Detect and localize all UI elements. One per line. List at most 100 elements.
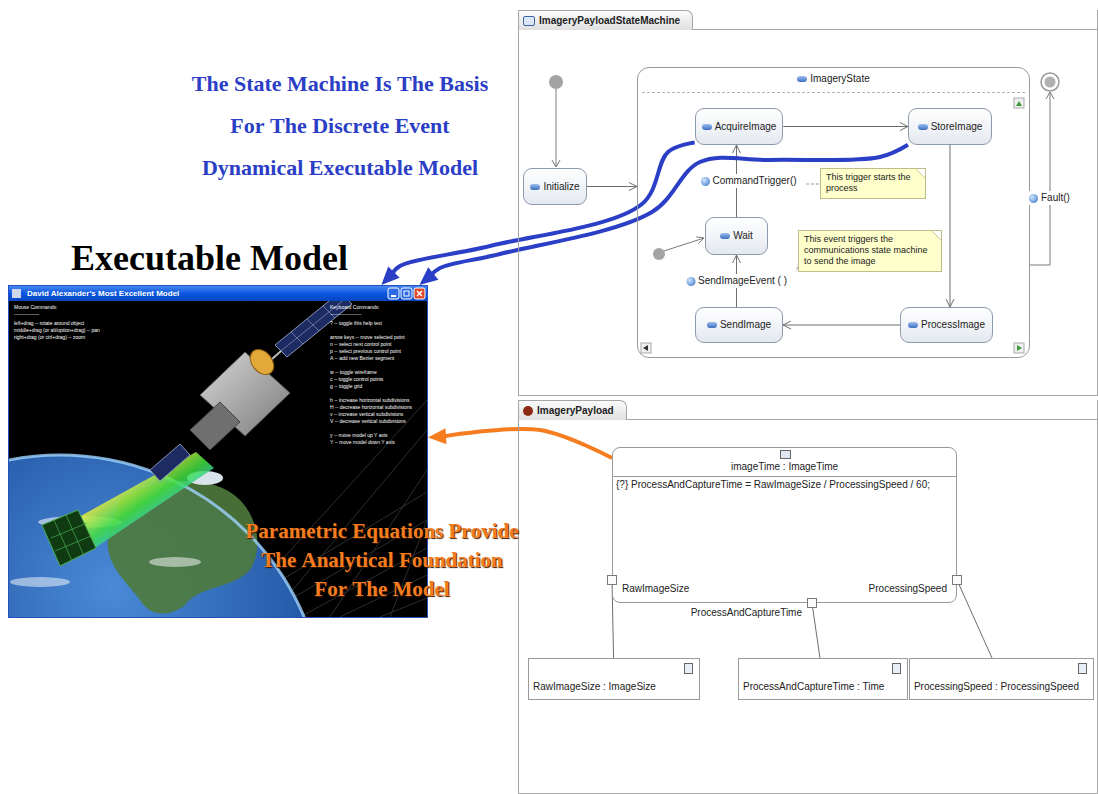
- arrow-head: [733, 145, 741, 153]
- screen-text-box: -------------------: [330, 311, 362, 317]
- screen-text-box: ? -- toggle this help text: [330, 320, 382, 326]
- port-square: ProcessingSpeed: [952, 575, 962, 585]
- screen-text: w -- toggle wireframe: [330, 369, 377, 375]
- maximize-glyph: [404, 291, 409, 296]
- transition-label: Fault(): [1041, 192, 1070, 204]
- state-name: ImageryState: [810, 73, 869, 85]
- transition-arrow: [587, 183, 637, 191]
- state-box: SendImage: [695, 307, 783, 343]
- event-icon: [686, 277, 695, 286]
- screen-text-box: v -- increase vertical subdivisions: [330, 411, 403, 417]
- part-name: RawImageSize : ImageSize: [533, 681, 656, 693]
- constraint-block: imageTime : ImageTime {?} ProcessAndCaptu…: [612, 447, 957, 603]
- event-icon: [700, 177, 709, 186]
- solar-panel: [150, 444, 190, 481]
- arrow-head: [1046, 92, 1054, 99]
- state-box: Wait: [705, 217, 768, 255]
- window-app-icon: [12, 289, 21, 298]
- transition-arrow: [946, 145, 954, 307]
- note-text: This trigger starts the process: [826, 172, 911, 193]
- state-name: SendImage: [720, 319, 771, 331]
- compartment-divider: [613, 476, 956, 477]
- final-state: [1041, 73, 1059, 91]
- state-icon: [797, 76, 807, 82]
- block-body: {?} ProcessAndCaptureTime = RawImageSize…: [616, 479, 930, 491]
- screen-text: g -- toggle grid: [330, 383, 362, 389]
- event-icon: [1029, 194, 1038, 203]
- scroll-button: [1014, 98, 1024, 108]
- screen-text: Mouse Commands:: [14, 304, 57, 310]
- screen-text: middle+drag (or alt/option+drag) -- pan: [14, 327, 100, 333]
- transition-line: [1030, 92, 1050, 265]
- screen-text: arrow keys -- move selected point: [330, 334, 405, 340]
- panel-tab: ImageryPayload: [518, 400, 627, 420]
- binding-connector: [959, 585, 992, 658]
- final-state-core: [1045, 77, 1056, 88]
- initial-state: [549, 75, 563, 89]
- part-box: ProcessingSpeed : ProcessingSpeed: [909, 658, 1094, 700]
- block-name: imageTime : ImageTime: [731, 461, 838, 472]
- port-name: RawImageSize: [622, 583, 689, 594]
- cloud: [149, 557, 201, 567]
- annotation-text: Parametric Equations Provide The Analyti…: [246, 519, 519, 601]
- screen-text-box: ---------------: [14, 311, 39, 317]
- screen-text: ---------------: [14, 311, 39, 317]
- arrow-head: [946, 299, 954, 307]
- annotation-text-box: Parametric Equations Provide The Analyti…: [244, 517, 520, 604]
- screen-text-box: Mouse Commands:: [14, 304, 57, 310]
- screen-text-box: middle+drag (or alt/option+drag) -- pan: [14, 327, 100, 333]
- screen-text: H -- decrease horizontal subdivisions: [330, 404, 412, 410]
- window-title: David Alexander's Most Excellent Model: [27, 289, 179, 298]
- screen-text: -------------------: [330, 311, 362, 317]
- screen-text-box: A -- add new Bezier segment: [330, 355, 394, 361]
- window-heading-box: Executable Model: [71, 238, 348, 278]
- part-icon: [684, 663, 693, 674]
- port-name: ProcessAndCaptureTime: [691, 607, 802, 618]
- arrow-head: [900, 123, 908, 131]
- screen-text-box: left+drag -- rotate around object: [14, 320, 84, 326]
- connector-line: [442, 429, 612, 458]
- screen-text: right+drag (or ctrl+drag) -- zoom: [14, 334, 85, 340]
- screen-text: c -- toggle control points: [330, 376, 383, 382]
- transition-line: [664, 238, 704, 251]
- part-icon: [1078, 663, 1087, 674]
- scroll-arrow: [643, 345, 648, 351]
- screen-text-box: h -- increase horizontal subdivisions: [330, 397, 409, 403]
- port-square: RawImageSize: [607, 575, 617, 585]
- connector-line: [950, 145, 951, 307]
- annotation-text-box: The State Machine Is The Basis For The D…: [190, 63, 490, 189]
- connector-line: [783, 126, 908, 127]
- screen-text: h -- increase horizontal subdivisions: [330, 397, 409, 403]
- state-icon: [707, 322, 717, 328]
- part-name: ProcessingSpeed : ProcessingSpeed: [914, 681, 1079, 693]
- arrow-head: [428, 428, 446, 444]
- footprint-grid: [51, 515, 91, 561]
- transition-arrow: [783, 123, 908, 131]
- note-leader: [806, 184, 819, 185]
- compartment-divider: [642, 92, 1025, 93]
- panel-title: ImageryPayload: [537, 405, 614, 416]
- binding-connector: [813, 608, 820, 658]
- panel-title: ImageryPayloadStateMachine: [539, 15, 680, 26]
- connector-line: [587, 186, 637, 187]
- state-icon: [918, 124, 928, 130]
- diagram-panel: ImageryPayloadStateMachineInitializeImag…: [518, 10, 1098, 396]
- annotation-text: The State Machine Is The Basis For The D…: [192, 71, 488, 180]
- transition-label-box: SendImageEvent ( ): [683, 274, 790, 288]
- screen-text: ? -- toggle this help text: [330, 320, 382, 326]
- port-name: ProcessingSpeed: [869, 583, 947, 594]
- minimize-button: [388, 288, 399, 299]
- port-label-box: ProcessingSpeed: [869, 583, 947, 595]
- transition-label-box: CommandTrigger(): [697, 174, 799, 188]
- connector-line: [783, 325, 900, 326]
- state-icon: [720, 233, 730, 239]
- state-name: AcquireImage: [715, 121, 777, 133]
- panel-tab: ImageryPayloadStateMachine: [518, 10, 693, 30]
- part-name: ProcessAndCaptureTime : Time: [743, 681, 884, 693]
- diagram-icon: [523, 406, 533, 416]
- screen-text: v -- increase vertical subdivisions: [330, 411, 403, 417]
- cloud: [10, 577, 70, 587]
- connector-line: [959, 585, 992, 658]
- screen-text-box: n -- select next control point: [330, 341, 391, 347]
